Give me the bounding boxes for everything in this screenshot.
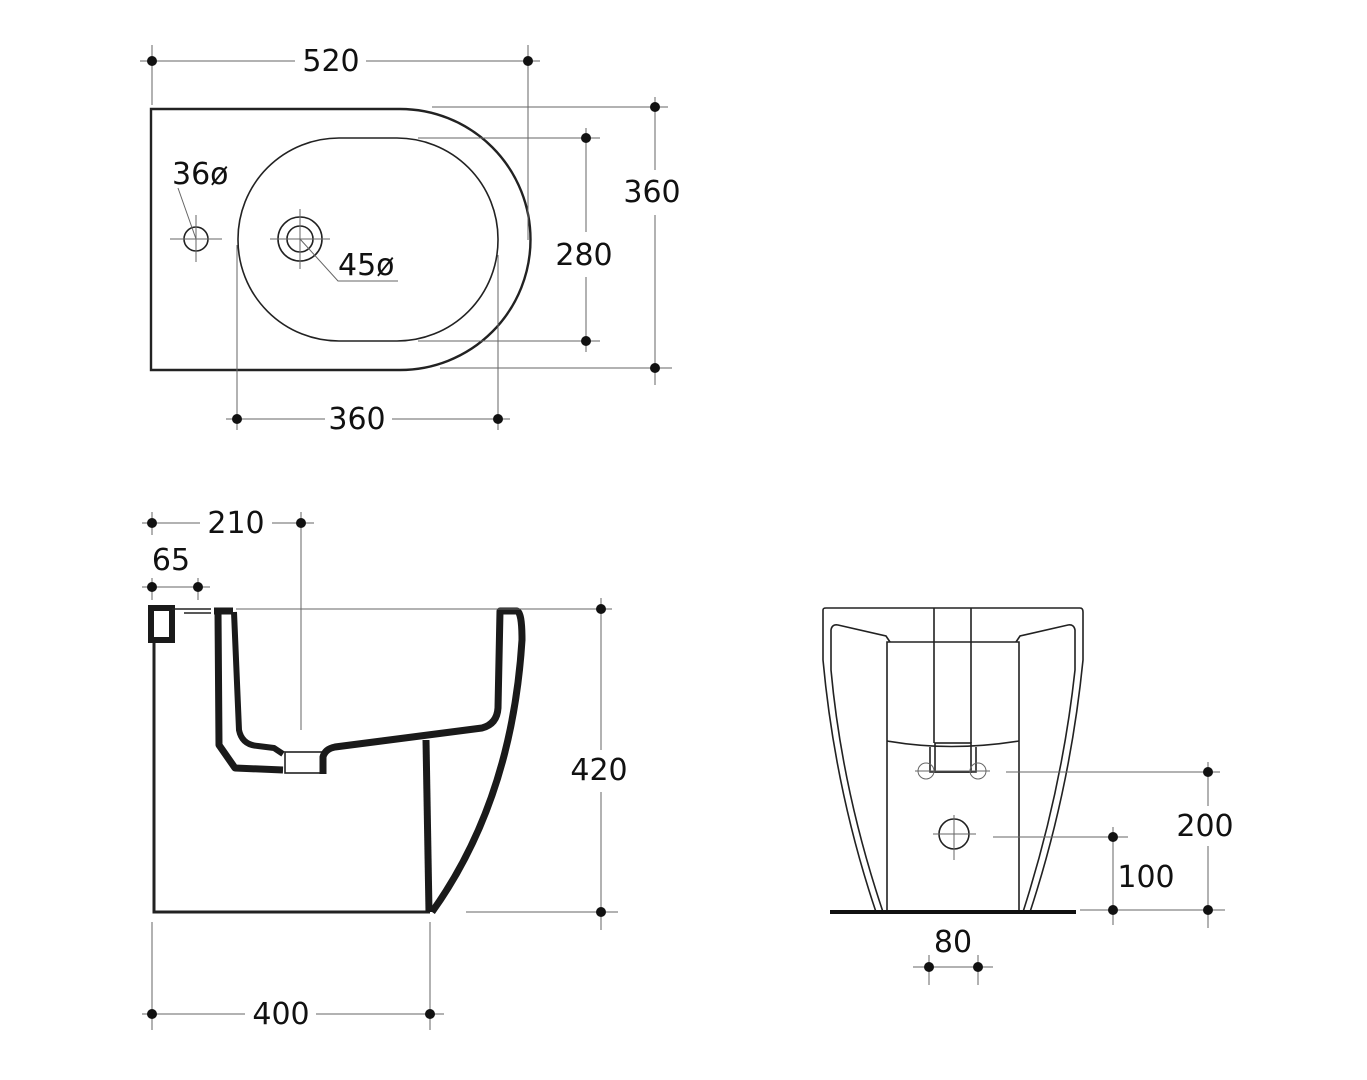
dim-label: 420 [570, 753, 627, 788]
front-left-inner [830, 624, 891, 913]
dim-label: 210 [207, 506, 264, 541]
top-view-outline [149, 107, 532, 372]
front-bowl-bottom [886, 740, 1020, 748]
dim-overall-width: 520 [140, 44, 540, 240]
dim-fixing-spacing: 80 [913, 925, 993, 985]
dim-height: 420 [466, 598, 628, 930]
tap-hole-label: 36ø [172, 157, 229, 192]
dim-tap-offset: 65 [142, 543, 210, 600]
bowl-left-wall [214, 607, 284, 774]
front-outer-outline [822, 607, 1084, 913]
dim-supply-height: 200 [1006, 762, 1234, 928]
front-view: 200 100 80 [822, 607, 1234, 985]
dim-label: 280 [555, 238, 612, 273]
side-body-outline [152, 640, 430, 914]
drain-outlet [284, 751, 323, 774]
bowl-inner-wall [231, 611, 285, 757]
dim-bowl-width: 360 [226, 245, 510, 437]
drain-hole-label: 45ø [338, 248, 395, 283]
dim-label: 400 [252, 997, 309, 1032]
bowl-outline [237, 137, 499, 342]
inner-partition [422, 739, 433, 913]
floor-line [830, 910, 1076, 914]
dim-drain-offset: 210 [142, 506, 314, 730]
top-view: 520 360 280 360 36ø 45ø [140, 44, 681, 437]
dim-base-depth: 400 [142, 922, 444, 1032]
side-view: 210 65 420 400 [142, 506, 628, 1032]
dim-label: 360 [328, 402, 385, 437]
dim-label: 520 [302, 44, 359, 79]
dim-label: 100 [1117, 860, 1174, 895]
dim-label: 200 [1176, 809, 1233, 844]
side-tap-block [148, 605, 175, 643]
dim-label: 80 [934, 925, 972, 960]
dim-overall-depth: 360 [432, 97, 681, 385]
front-right-inner [1015, 624, 1076, 913]
dim-waste-height: 100 [993, 827, 1175, 925]
bowl-right-shell [319, 607, 526, 915]
dim-bowl-depth: 280 [418, 128, 613, 352]
front-drain-box [934, 742, 972, 773]
dim-label: 360 [623, 175, 680, 210]
front-pedestal [886, 641, 1020, 912]
dim-label: 65 [152, 543, 190, 578]
